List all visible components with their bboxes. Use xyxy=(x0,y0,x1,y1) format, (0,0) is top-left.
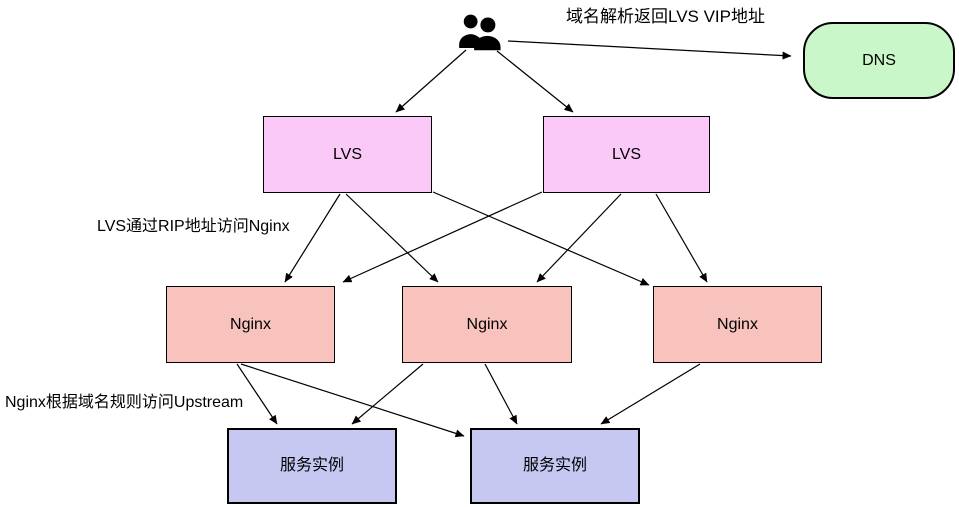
dns-label: DNS xyxy=(862,51,896,69)
edge-lvs1-nginx2 xyxy=(345,193,439,283)
edge-nginx1-service1 xyxy=(236,363,278,425)
dns-node: DNS xyxy=(803,22,955,99)
edge-users-dns xyxy=(507,40,792,60)
lvs-label: LVS xyxy=(611,145,642,163)
nginx-label: Nginx xyxy=(466,315,508,333)
service-instance-label: 服务实例 xyxy=(279,457,344,474)
edge-nginx3-service2 xyxy=(600,363,701,425)
edge-nginx2-service2 xyxy=(484,363,518,425)
nginx-node-2: Nginx xyxy=(402,286,572,363)
edge-lvs1-nginx1 xyxy=(284,193,341,283)
nginx-node-1: Nginx xyxy=(166,286,335,363)
lvs-annotation: LVS通过RIP地址访问Nginx xyxy=(97,218,290,235)
edge-users-lvs1 xyxy=(395,49,467,113)
edge-users-lvs2 xyxy=(496,50,574,113)
edge-lvs2-nginx1 xyxy=(342,191,543,283)
service-instance-node-1: 服务实例 xyxy=(227,428,397,504)
edge-nginx1-service2 xyxy=(240,363,465,438)
users-icon xyxy=(459,14,501,51)
nginx-node-3: Nginx xyxy=(653,286,822,363)
dns-annotation: 域名解析返回LVS VIP地址 xyxy=(566,7,765,26)
edge-lvs2-nginx3 xyxy=(655,193,708,283)
upstream-annotation: Nginx根据域名规则访问Upstream xyxy=(5,394,244,411)
service-instance-label: 服务实例 xyxy=(522,457,587,474)
nginx-label: Nginx xyxy=(230,315,271,333)
edge-lvs1-nginx3 xyxy=(432,191,650,286)
lvs-node-1: LVS xyxy=(263,116,432,193)
lvs-node-2: LVS xyxy=(543,116,710,193)
edge-nginx2-service1 xyxy=(351,363,424,425)
edge-lvs2-nginx2 xyxy=(536,193,622,283)
nginx-label: Nginx xyxy=(717,315,758,333)
lvs-label: LVS xyxy=(332,145,363,163)
service-instance-node-2: 服务实例 xyxy=(470,428,640,504)
